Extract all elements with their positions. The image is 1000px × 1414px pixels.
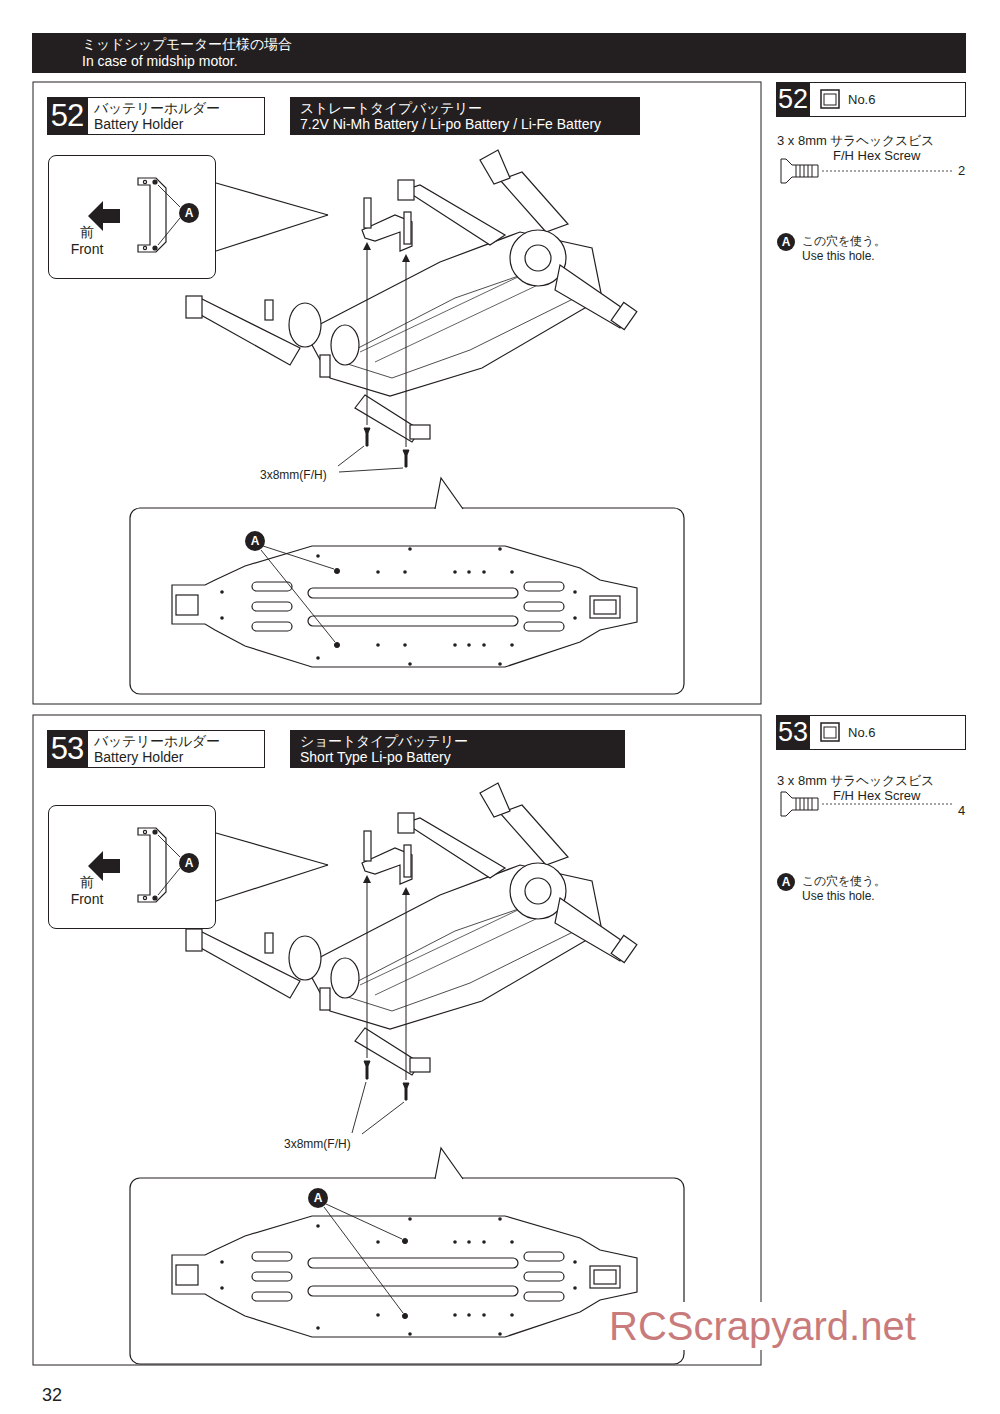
- hole-marker-a: A: [777, 233, 795, 251]
- screw-callout: 3x8mm(F/H): [284, 1137, 351, 1151]
- node-text: A: [314, 1191, 323, 1205]
- front-view-inset: 前Front A: [48, 805, 216, 929]
- step-number: 52: [776, 82, 810, 117]
- note: この穴を使う。: [802, 234, 886, 248]
- node-text: 52: [51, 98, 83, 134]
- screw-name: F/H Hex Screw: [833, 148, 920, 164]
- step-number: 53: [776, 715, 810, 750]
- node-text: バッテリーホルダー: [94, 100, 264, 116]
- node-text: No.6: [848, 92, 875, 107]
- node-text: バッテリーホルダー: [94, 733, 264, 749]
- parts-bag-box: No.6 52: [776, 82, 966, 117]
- node-text: A: [782, 235, 791, 249]
- screw-name: 3 x 8mm サラヘックスビス: [777, 773, 934, 789]
- screw-name: 3 x 8mm サラヘックスビス: [777, 133, 934, 149]
- hole-marker-a: A: [245, 531, 265, 551]
- step-panel: [33, 82, 761, 1365]
- node-text: 52: [778, 84, 808, 115]
- node-text: ショートタイプバッテリー: [300, 733, 617, 749]
- node-text: 53: [51, 731, 83, 767]
- chassis-top-view: [130, 508, 684, 694]
- front-view-inset: 前Front A: [48, 155, 216, 279]
- node-text: Short Type Li-po Battery: [300, 749, 617, 765]
- node-text: Battery Holder: [94, 116, 264, 132]
- note: Use this hole.: [802, 889, 875, 903]
- screw-callout: 3x8mm(F/H): [260, 468, 327, 482]
- note: Use this hole.: [802, 249, 875, 263]
- quantity: 2: [958, 163, 965, 179]
- car-illustration: [186, 783, 637, 1075]
- screw-name: F/H Hex Screw: [833, 788, 920, 804]
- page-number: 32: [42, 1384, 62, 1406]
- hole-marker-a: A: [179, 853, 199, 873]
- hole-markers: [261, 446, 403, 648]
- callout-pointer: [435, 1148, 463, 1179]
- hole-marker-a: A: [179, 203, 199, 223]
- battery-type-band: ショートタイプバッテリーShort Type Li-po Battery: [290, 730, 625, 768]
- node-text: 53: [778, 717, 808, 748]
- quantity: 4: [958, 803, 965, 819]
- mount-arrows: [364, 246, 409, 467]
- battery-type-band: ストレートタイプバッテリー7.2V Ni-Mh Battery / Li-po …: [290, 97, 640, 135]
- watermark: RCScrapyard.net: [606, 1302, 919, 1350]
- mount-arrows: [364, 879, 409, 1100]
- node-text: In case of midship motor.: [82, 53, 966, 70]
- parts-bag-box: No.6 53: [776, 715, 966, 750]
- header-band: ミッドシップモーター仕様の場合In case of midship motor.: [32, 33, 966, 73]
- node-text: A: [185, 855, 194, 872]
- node-text: A: [782, 875, 791, 889]
- node-text: Battery Holder: [94, 749, 264, 765]
- hole-markers: [324, 1082, 408, 1319]
- node-text: A: [185, 205, 194, 222]
- step-title-box: バッテリーホルダーBattery Holder: [87, 97, 265, 135]
- holder-inset-art: [88, 178, 328, 252]
- hole-marker-a: A: [777, 873, 795, 891]
- node-text: ストレートタイプバッテリー: [300, 100, 632, 116]
- step-title-box: バッテリーホルダーBattery Holder: [87, 730, 265, 768]
- holder-inset-art: [88, 828, 328, 902]
- chassis-top-view: [130, 1178, 684, 1364]
- node-text: Front: [65, 891, 109, 908]
- step-number: 52: [47, 97, 87, 135]
- step-number: 53: [47, 730, 87, 768]
- callout-pointer: [435, 478, 463, 509]
- note: この穴を使う。: [802, 874, 886, 888]
- node-text: 前: [65, 224, 109, 241]
- node-text: A: [251, 534, 260, 548]
- node-text: ミッドシップモーター仕様の場合: [82, 36, 966, 53]
- node-text: No.6: [848, 725, 875, 740]
- hole-marker-a: A: [308, 1188, 328, 1208]
- node-text: Front: [65, 241, 109, 258]
- node-text: 7.2V Ni-Mh Battery / Li-po Battery / Li-…: [300, 116, 632, 132]
- node-text: 前: [65, 874, 109, 891]
